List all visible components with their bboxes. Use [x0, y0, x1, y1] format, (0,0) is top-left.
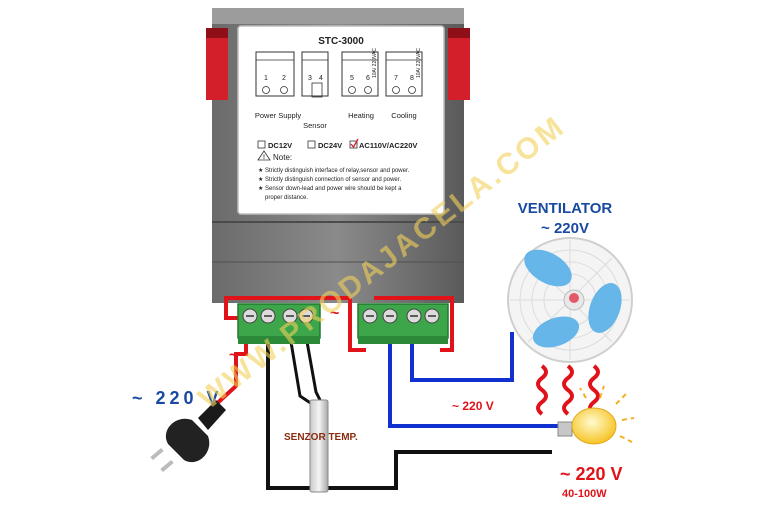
terminal-2-label: 2	[282, 75, 286, 82]
dc12v-label: DC12V	[268, 141, 292, 150]
wires	[210, 296, 560, 490]
tilde-marker-mid: ~	[330, 305, 339, 322]
note-star-3: ★	[258, 185, 263, 192]
sensor-temp-label: SENZOR TEMP.	[284, 432, 358, 443]
sensor-lead-1	[288, 335, 313, 406]
screw-terminal-6	[382, 308, 398, 324]
blue-wire-to-lamp	[388, 336, 560, 428]
terminal-8-label: 8	[410, 75, 414, 82]
power-plug-icon	[150, 400, 226, 473]
screw-terminal-1	[242, 308, 258, 324]
cooling-label: Cooling	[391, 111, 416, 120]
screw-terminal-8	[424, 308, 440, 324]
note-line-4: proper distance.	[265, 195, 308, 201]
dc12v-checkbox	[257, 140, 266, 149]
terminal-7-label: 7	[394, 75, 398, 82]
lamp-power-label: 40-100W	[562, 488, 607, 500]
terminal-block-left	[237, 303, 321, 344]
ventilator-voltage: ~ 220V	[541, 220, 589, 237]
screw-terminal-4	[298, 308, 314, 324]
terminal-4-label: 4	[319, 75, 323, 82]
terminal-3-label: 3	[308, 75, 312, 82]
right-mounting-clip	[448, 28, 470, 100]
screw-terminal-2	[260, 308, 276, 324]
model-name: STC-3000	[318, 36, 364, 47]
heating-label: Heating	[348, 111, 374, 120]
light-bulb-icon	[557, 385, 635, 445]
tilde-marker-left: ~	[229, 347, 238, 364]
ventilator-fan-icon	[507, 237, 633, 363]
note-star-1: ★	[258, 167, 263, 174]
ac220v-label: AC110V/AC220V	[359, 141, 417, 150]
lamp-voltage-label: ~ 220 V	[560, 464, 623, 484]
controller-label: STC-3000 1 2 3 4 5 6 7 8 10A/ 220VAC 10A…	[237, 25, 445, 215]
note-line-2: Strictly distinguish connection of senso…	[265, 177, 401, 183]
terminal-6-label: 6	[366, 75, 370, 82]
wire-voltage-label: ~ 220 V	[452, 399, 494, 413]
power-supply-label: Power Supply	[255, 111, 302, 120]
screw-terminal-3	[282, 308, 298, 324]
sensor-lead-2	[304, 335, 324, 405]
terminal-1-label: 1	[264, 75, 268, 82]
heating-relay-rating: 10A/ 220VAC	[372, 48, 378, 78]
supply-voltage-label: ~ 220 V	[132, 388, 223, 408]
left-mounting-clip	[206, 28, 228, 100]
ventilator-title: VENTILATOR	[518, 200, 613, 217]
sensor-resistor-symbol	[311, 82, 323, 98]
note-title: Note:	[273, 153, 292, 162]
red-wire-relay-bridge	[374, 296, 454, 352]
cooling-relay-rating: 10A/ 220VAC	[416, 48, 422, 78]
ac220v-checkmark	[350, 138, 359, 149]
screw-terminal-7	[406, 308, 422, 324]
warning-icon	[257, 150, 271, 161]
svg-text:!: !	[263, 155, 265, 161]
terminal-block-right	[357, 303, 449, 344]
heat-wave-icon	[536, 364, 600, 416]
sensor-label: Sensor	[303, 121, 327, 130]
blue-wire-to-ventilator	[410, 332, 514, 382]
black-wire-neutral	[266, 336, 552, 490]
note-line-1: Strictly distinguish interface of relay,…	[265, 168, 410, 174]
terminal-5-label: 5	[350, 75, 354, 82]
note-line-3: Sensor down-lead and power wire should b…	[265, 186, 402, 192]
temperature-sensor-probe	[309, 399, 329, 493]
screw-terminal-5	[362, 308, 378, 324]
red-wire-to-relay-common	[348, 298, 366, 352]
dc24v-label: DC24V	[318, 141, 342, 150]
dc24v-checkbox	[307, 140, 316, 149]
note-star-2: ★	[258, 176, 263, 183]
